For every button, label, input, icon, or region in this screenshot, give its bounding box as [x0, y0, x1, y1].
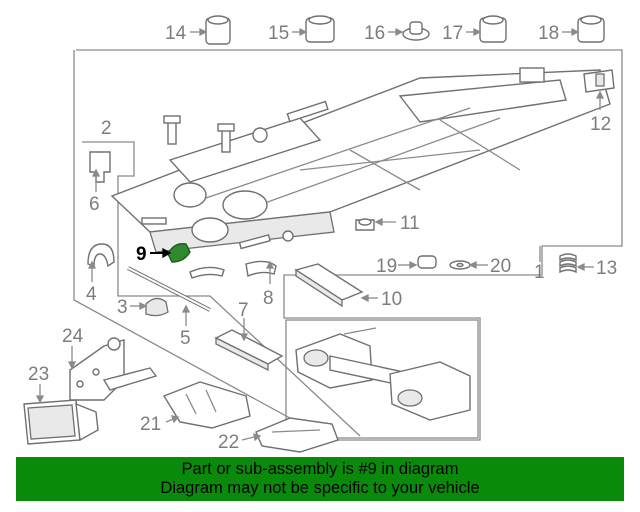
pad-3-icon[interactable] — [145, 297, 169, 317]
info-banner: Part or sub-assembly is #9 in diagram Di… — [16, 457, 624, 501]
crossmember-inset — [285, 319, 479, 439]
callout-13[interactable]: 13 — [596, 258, 617, 279]
clip-4-icon[interactable] — [87, 243, 115, 268]
rod-5-icon[interactable] — [127, 266, 211, 312]
bushing-17-icon[interactable] — [479, 15, 507, 43]
callout-16[interactable]: 16 — [364, 23, 385, 44]
callout-24[interactable]: 24 — [62, 326, 84, 347]
banner-line-2: Diagram may not be specific to your vehi… — [160, 479, 480, 497]
callout-3[interactable]: 3 — [117, 297, 128, 318]
leader-lines — [35, 27, 605, 442]
callout-5[interactable]: 5 — [180, 328, 191, 349]
callout-15[interactable]: 15 — [268, 23, 289, 44]
shield-21-icon[interactable] — [162, 381, 251, 429]
bushing-16-icon[interactable] — [402, 21, 430, 41]
strap-8-icon[interactable] — [189, 260, 277, 279]
bushing-15-icon[interactable] — [305, 15, 335, 43]
frame-illustration — [110, 67, 611, 253]
callout-12[interactable]: 12 — [590, 114, 611, 135]
frame-parts-diagram: 14 15 16 17 18 12 2 6 11 9 19 20 1 13 4 … — [23, 15, 623, 453]
callout-14[interactable]: 14 — [165, 23, 187, 44]
callout-18[interactable]: 18 — [538, 23, 559, 44]
bolt-icon — [141, 100, 329, 250]
callout-labels: 14 15 16 17 18 12 2 6 11 9 19 20 1 13 4 … — [28, 23, 617, 453]
callout-10[interactable]: 10 — [381, 289, 402, 310]
callout-22[interactable]: 22 — [218, 432, 239, 453]
part-9-highlighted-icon[interactable] — [167, 243, 191, 263]
bracket-6-icon[interactable] — [89, 151, 111, 183]
washer-20-icon[interactable] — [449, 260, 471, 270]
bracket-12-icon[interactable] — [583, 69, 615, 93]
bushing-18-icon[interactable] — [577, 15, 605, 43]
assembly-outline — [73, 49, 623, 441]
plate-22-icon[interactable] — [255, 417, 339, 453]
callout-17[interactable]: 17 — [442, 23, 463, 44]
bar-7-icon[interactable] — [214, 329, 284, 372]
bushing-14-icon[interactable] — [205, 15, 231, 45]
crossmember-assembly-icon[interactable] — [295, 327, 471, 421]
callout-8[interactable]: 8 — [263, 288, 274, 309]
bracket-24-icon[interactable] — [69, 337, 158, 401]
callout-4[interactable]: 4 — [86, 284, 97, 305]
callout-23[interactable]: 23 — [28, 364, 49, 385]
bracket-10-icon[interactable] — [294, 263, 364, 308]
callout-2[interactable]: 2 — [101, 118, 112, 139]
banner-line-1: Part or sub-assembly is #9 in diagram — [181, 460, 459, 478]
mount-11-icon[interactable] — [355, 218, 375, 231]
callout-1[interactable]: 1 — [534, 262, 545, 283]
subgroup-outline-2 — [82, 141, 361, 437]
callout-9[interactable]: 9 — [136, 244, 147, 265]
spring-13-icon[interactable] — [559, 253, 577, 274]
callout-20[interactable]: 20 — [490, 256, 511, 277]
module-23-icon[interactable] — [23, 399, 99, 445]
callout-21[interactable]: 21 — [140, 414, 161, 435]
bushing-19-icon[interactable] — [417, 255, 437, 269]
callout-19[interactable]: 19 — [376, 256, 397, 277]
callout-6[interactable]: 6 — [89, 194, 100, 215]
callout-11[interactable]: 11 — [400, 213, 420, 234]
callout-7[interactable]: 7 — [238, 300, 249, 321]
